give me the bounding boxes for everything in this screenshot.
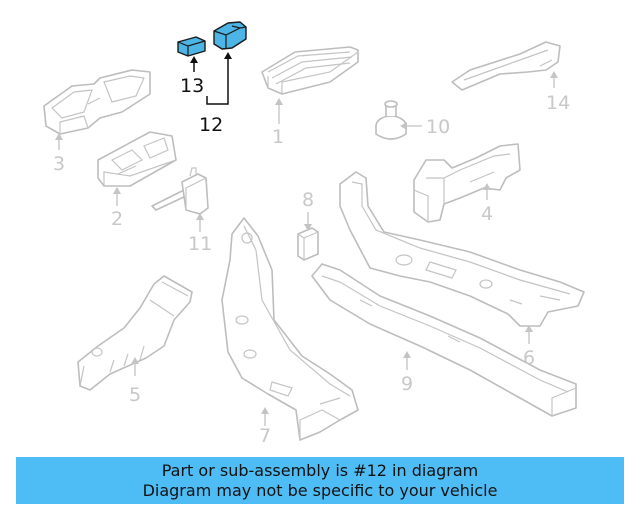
part-1-duct [261, 46, 359, 95]
leader-13 [190, 56, 198, 72]
callout-11: 11 [188, 233, 212, 255]
callout-13[interactable]: 13 [180, 75, 204, 97]
callout-2: 2 [111, 208, 123, 230]
callout-4: 4 [481, 203, 493, 225]
parts-diagram: 1 2 3 4 5 6 7 8 9 10 11 12 13 14 [43, 21, 585, 447]
part-3-vent [43, 69, 151, 135]
callout-5: 5 [129, 384, 141, 406]
part-6-duct [339, 171, 585, 327]
callout-7: 7 [259, 425, 271, 447]
banner-line-2: Diagram may not be specific to your vehi… [142, 481, 498, 500]
part-12-clip[interactable] [213, 21, 247, 50]
part-5-duct [77, 275, 193, 391]
part-13-pad[interactable] [177, 36, 206, 57]
leader-8 [304, 212, 312, 231]
banner-line-1: Part or sub-assembly is #12 in diagram [161, 461, 479, 480]
part-11-sensor [151, 167, 209, 215]
leader-12 [206, 52, 232, 105]
part-9-duct [311, 263, 577, 417]
part-14-handle [451, 41, 561, 91]
leader-6 [525, 325, 533, 344]
leader-7 [261, 407, 269, 426]
leader-1 [275, 98, 283, 124]
leader-11 [196, 213, 204, 232]
info-banner: Part or sub-assembly is #12 in diagram D… [16, 457, 624, 504]
leader-14 [550, 71, 558, 88]
part-4-bracket [413, 143, 521, 223]
leader-3 [55, 133, 63, 150]
leader-4 [483, 183, 491, 200]
callout-9: 9 [401, 373, 413, 395]
callout-8: 8 [302, 189, 314, 211]
callout-10: 10 [426, 116, 450, 138]
part-10-fitting [375, 100, 407, 140]
leader-2 [113, 187, 121, 206]
callout-1: 1 [272, 126, 284, 148]
callout-6: 6 [523, 347, 535, 369]
callout-14: 14 [546, 92, 570, 114]
leader-10 [400, 122, 422, 130]
part-7-pillar [221, 217, 359, 441]
callout-3: 3 [53, 153, 65, 175]
leader-5 [131, 357, 139, 376]
leader-9 [403, 351, 411, 370]
part-8-block [297, 227, 319, 261]
callout-12[interactable]: 12 [199, 114, 223, 136]
part-2-panel [97, 131, 177, 187]
